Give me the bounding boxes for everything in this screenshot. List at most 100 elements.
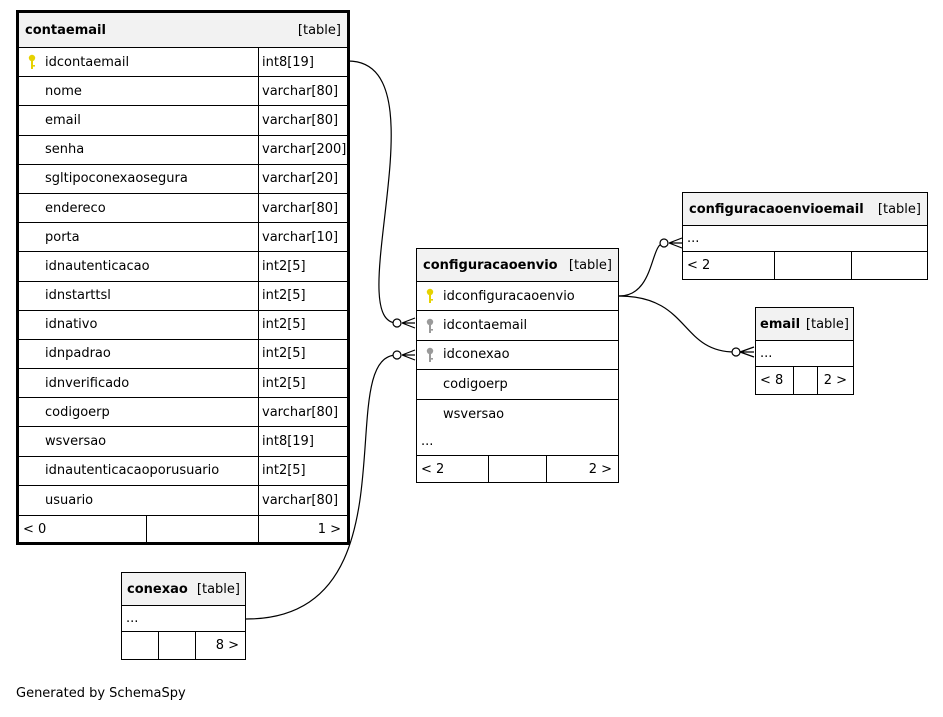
column-name: endereco [45, 200, 106, 216]
footer-children[interactable]: 8 > [195, 632, 245, 659]
ellipsis: ... [126, 611, 139, 626]
column-name: idnautenticacaoporusuario [45, 463, 220, 479]
footer-parents[interactable]: < 2 [421, 461, 445, 477]
column-name: nome [45, 83, 82, 99]
column-row[interactable]: codigoerp [417, 370, 618, 400]
footer-mid [488, 455, 546, 483]
column-name-cell: idnautenticacao [19, 252, 258, 280]
table-footer: < 2 [683, 252, 927, 279]
column-name-cell: idconfiguracaoenvio [417, 282, 618, 310]
column-name-cell: idcontaemail [19, 48, 258, 76]
column-type: varchar[80] [258, 398, 347, 427]
column-row[interactable]: idcontaemail [417, 311, 618, 341]
column-type: int2[5] [258, 339, 347, 369]
footer-children[interactable] [851, 252, 927, 279]
more-columns: ... [122, 606, 245, 632]
footer-parents[interactable]: < 8 [760, 373, 784, 388]
more-columns: ... [683, 226, 927, 252]
table-configuracaoenvio[interactable]: configuracaoenvio [table] idconfiguracao… [416, 248, 619, 483]
table-name[interactable]: email [760, 316, 801, 332]
column-name-cell: porta [19, 223, 258, 251]
table-name[interactable]: conexao [127, 581, 188, 597]
column-type: int2[5] [258, 369, 347, 398]
table-configuracaoenvioemail[interactable]: configuracaoenvioemail [table] ... < 2 [682, 192, 928, 280]
column-name: usuario [45, 492, 94, 508]
footer-parents[interactable]: < 2 [687, 258, 711, 273]
column-type: varchar[80] [258, 106, 347, 135]
column-type: varchar[80] [258, 193, 347, 223]
column-row[interactable]: senha varchar[200] [19, 135, 347, 165]
footer-children[interactable]: 2 > [817, 367, 853, 394]
column-type: varchar[200] [258, 135, 347, 164]
column-name-cell: idnativo [19, 311, 258, 339]
column-type: varchar[80] [258, 485, 347, 515]
table-conexao[interactable]: conexao [table] ... 8 > [121, 572, 246, 660]
column-row[interactable]: wsversao [417, 400, 618, 429]
column-name: senha [45, 142, 85, 158]
column-name: idconexao [443, 347, 510, 363]
more-columns: ... [756, 341, 853, 367]
column-name: codigoerp [443, 376, 508, 392]
column-type: varchar[80] [258, 77, 347, 106]
column-type: varchar[10] [258, 223, 347, 252]
column-name: wsversao [443, 406, 505, 422]
column-row[interactable]: idconfiguracaoenvio [417, 282, 618, 312]
optional-marker-email [731, 347, 741, 357]
column-name-cell: sgltipoconexaosegura [19, 165, 258, 193]
footer-parents[interactable] [122, 632, 158, 659]
optional-marker-idcontaemail [392, 318, 402, 328]
column-row[interactable]: endereco varchar[80] [19, 193, 347, 224]
table-email[interactable]: email [table] ... < 8 2 > [755, 307, 854, 395]
column-name-cell: idcontaemail [417, 311, 618, 339]
table-footer: 8 > [122, 632, 245, 659]
column-list: idconfiguracaoenvio idcontaemail idconexao… [417, 282, 618, 429]
column-name: idcontaemail [45, 54, 130, 70]
table-kind: [table] [805, 316, 849, 332]
table-name[interactable]: configuracaoenvioemail [689, 201, 864, 217]
column-name-cell: idnverificado [19, 369, 258, 397]
table-name[interactable]: contaemail [25, 22, 106, 38]
generator-credit: Generated by SchemaSpy [16, 686, 186, 701]
table-footer: < 8 2 > [756, 367, 853, 394]
footer-mid [793, 367, 817, 394]
column-name: idconfiguracaoenvio [443, 288, 575, 304]
more-columns: ... [417, 429, 618, 456]
table-footer: < 2 2 > [417, 455, 618, 483]
edge-conexao-configuracaoenvio [245, 354, 398, 620]
ellipsis: ... [421, 434, 434, 450]
table-header: conexao [table] [122, 573, 245, 606]
column-name-cell: wsversao [417, 400, 618, 429]
column-row[interactable]: nome varchar[80] [19, 77, 347, 107]
column-name: idnautenticacao [45, 258, 150, 274]
column-type: int8[19] [258, 427, 347, 456]
ellipsis: ... [687, 231, 700, 246]
footer-children[interactable]: 2 > [546, 455, 618, 483]
table-header: configuracaoenvioemail [table] [683, 193, 927, 226]
column-name-cell: idnpadrao [19, 340, 258, 368]
optional-marker-configuracaoenvioemail [659, 238, 669, 248]
table-name[interactable]: configuracaoenvio [423, 257, 558, 273]
column-name: email [45, 112, 81, 128]
column-row[interactable]: email varchar[80] [19, 106, 347, 136]
column-row[interactable]: usuario varchar[80] [19, 485, 347, 515]
column-name-cell: wsversao [19, 427, 258, 455]
crowfoot-email [739, 346, 755, 358]
column-row[interactable]: idconexao [417, 341, 618, 371]
footer-parents[interactable]: < 0 [23, 522, 47, 537]
column-name-cell: codigoerp [19, 398, 258, 426]
footer-children[interactable]: 1 > [258, 516, 347, 543]
